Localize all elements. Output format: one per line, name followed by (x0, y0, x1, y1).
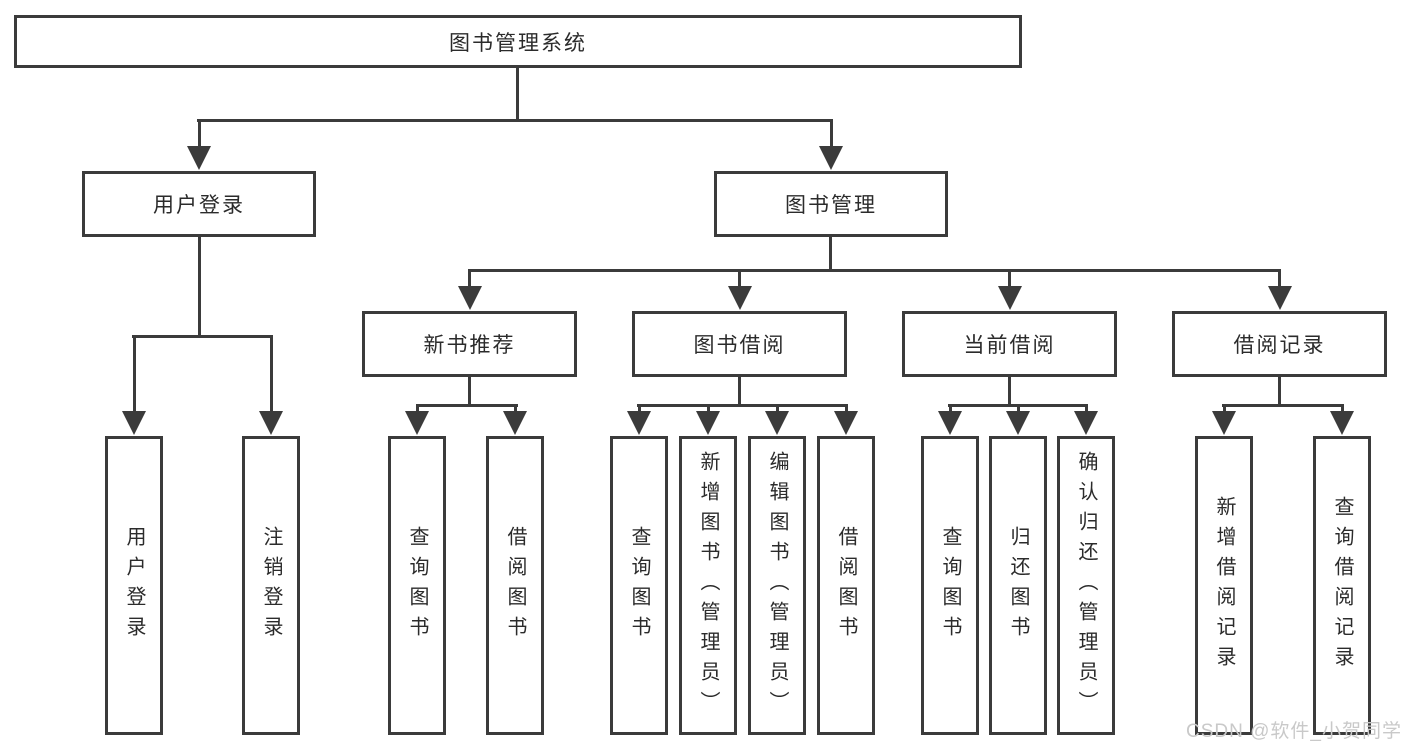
connector-root-stem (516, 68, 519, 121)
leaf-label: 借阅图书 (504, 525, 526, 646)
arrow-down-icon (834, 411, 858, 435)
leaf-label: 用户登录 (123, 525, 145, 646)
connector-g2-drop (845, 404, 848, 414)
node-label: 当前借阅 (963, 334, 1056, 357)
connector-login-rail (132, 335, 273, 338)
connector-to-login-leaf (133, 335, 136, 413)
node-current-borrowing: 当前借阅 (902, 311, 1117, 377)
arrow-down-icon (458, 286, 482, 310)
arrow-down-icon (1212, 411, 1236, 435)
leaf-label: 注销登录 (260, 525, 282, 646)
connector-g2-stem (738, 377, 741, 406)
arrow-down-icon (998, 286, 1022, 310)
connector-level3-rail (468, 269, 1281, 272)
leaf-label: 新增图书（管理员） (697, 450, 719, 721)
watermark: CSDN @软件_小贺同学 (1186, 721, 1402, 742)
arrow-down-icon (765, 411, 789, 435)
leaf-query-books-recommend: 查询图书 (388, 436, 446, 735)
leaf-label: 编辑图书（管理员） (766, 450, 788, 721)
arrow-down-icon (1006, 411, 1030, 435)
leaf-label: 查询图书 (628, 525, 650, 646)
connector-g3-stem (1008, 377, 1011, 406)
arrow-down-icon (503, 411, 527, 435)
leaf-borrow-books-recommend: 借阅图书 (486, 436, 544, 735)
leaf-label: 确认归还（管理员） (1075, 450, 1097, 721)
leaf-label: 新增借阅记录 (1213, 495, 1235, 676)
node-book-management: 图书管理 (714, 171, 948, 237)
connector-g1-drop (514, 404, 517, 414)
node-user-login: 用户登录 (82, 171, 316, 237)
node-label: 图书借阅 (693, 334, 786, 357)
connector-g3-drop (1017, 404, 1020, 414)
node-new-book-recommend: 新书推荐 (362, 311, 577, 377)
leaf-add-books-admin: 新增图书（管理员） (679, 436, 737, 735)
node-label: 新书推荐 (423, 334, 516, 357)
arrow-down-icon (696, 411, 720, 435)
connector-level2-rail (197, 119, 833, 122)
arrow-down-icon (1074, 411, 1098, 435)
node-label: 借阅记录 (1233, 334, 1326, 357)
arrow-down-icon (122, 411, 146, 435)
node-library-management-system: 图书管理系统 (14, 15, 1022, 68)
leaf-query-borrow-record: 查询借阅记录 (1313, 436, 1371, 735)
leaf-confirm-return-admin: 确认归还（管理员） (1057, 436, 1115, 735)
connector-mgmt-stem (829, 237, 832, 272)
connector-g2-drop (707, 404, 710, 414)
connector-g1-drop (416, 404, 419, 414)
connector-g1-rail (416, 404, 518, 407)
node-borrow-records: 借阅记录 (1172, 311, 1387, 377)
leaf-query-books-current: 查询图书 (921, 436, 979, 735)
leaf-label: 借阅图书 (835, 525, 857, 646)
leaf-edit-books-admin: 编辑图书（管理员） (748, 436, 806, 735)
connector-g3-drop (949, 404, 952, 414)
leaf-label: 查询借阅记录 (1331, 495, 1353, 676)
leaf-label: 查询图书 (406, 525, 428, 646)
leaf-label: 归还图书 (1007, 525, 1029, 646)
connector-g1-stem (468, 377, 471, 406)
arrow-down-icon (627, 411, 651, 435)
arrow-down-icon (405, 411, 429, 435)
connector-login-stem (198, 237, 201, 337)
connector-g4-drop (1341, 404, 1344, 414)
connector-to-borrow-records (1278, 269, 1281, 290)
leaf-add-borrow-record: 新增借阅记录 (1195, 436, 1253, 735)
leaf-logout: 注销登录 (242, 436, 300, 735)
connector-g4-drop (1223, 404, 1226, 414)
connector-g4-rail (1222, 404, 1344, 407)
connector-to-user-login (198, 119, 201, 150)
node-book-borrowing: 图书借阅 (632, 311, 847, 377)
node-label: 用户登录 (153, 194, 245, 217)
connector-g4-stem (1278, 377, 1281, 406)
connector-to-new-books (468, 269, 471, 290)
arrow-down-icon (938, 411, 962, 435)
connector-to-logout-leaf (270, 335, 273, 413)
connector-g2-rail (637, 404, 848, 407)
arrow-down-icon (1268, 286, 1292, 310)
node-label: 图书管理系统 (449, 31, 587, 55)
connector-to-book-borrow (738, 269, 741, 290)
leaf-return-books: 归还图书 (989, 436, 1047, 735)
connector-to-current-borrow (1008, 269, 1011, 290)
connector-g2-drop (776, 404, 779, 414)
leaf-label: 查询图书 (939, 525, 961, 646)
connector-to-book-mgmt (830, 119, 833, 150)
arrow-down-icon (187, 146, 211, 170)
arrow-down-icon (1330, 411, 1354, 435)
node-label: 图书管理 (785, 194, 877, 217)
connector-g3-drop (1085, 404, 1088, 414)
connector-g2-drop (638, 404, 641, 414)
arrow-down-icon (259, 411, 283, 435)
arrow-down-icon (728, 286, 752, 310)
leaf-query-books-borrowing: 查询图书 (610, 436, 668, 735)
leaf-user-login: 用户登录 (105, 436, 163, 735)
leaf-borrow-books: 借阅图书 (817, 436, 875, 735)
arrow-down-icon (819, 146, 843, 170)
